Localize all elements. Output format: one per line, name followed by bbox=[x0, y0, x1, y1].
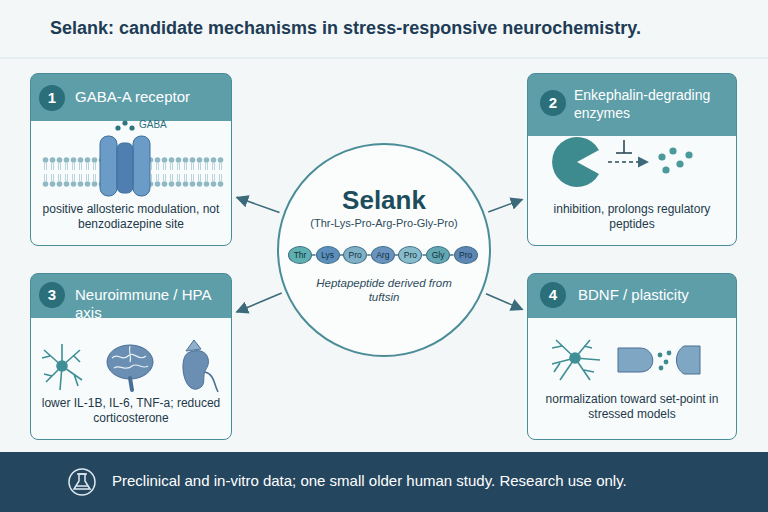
peptide-dot bbox=[685, 151, 692, 158]
amino-acid-bead: Lys bbox=[316, 246, 340, 264]
peptide-dot bbox=[662, 166, 669, 173]
gaba-dot bbox=[115, 125, 120, 130]
peptide-bond bbox=[312, 254, 316, 256]
callout-number: 3 bbox=[39, 282, 65, 308]
mechanism-box: 4 BDNF / plasticity normalization toward s… bbox=[527, 273, 737, 440]
footer-caption: Preclinical and in-vitro data; one small… bbox=[112, 472, 627, 489]
box-body: normalization toward set-point in stress… bbox=[543, 392, 721, 422]
residue-label: Thr bbox=[289, 247, 311, 263]
connectors bbox=[237, 197, 523, 312]
gaba-dot bbox=[122, 120, 127, 125]
amino-acid-bead: Pro bbox=[398, 246, 422, 264]
callout-number: 4 bbox=[540, 282, 566, 308]
residue-label: Lys bbox=[317, 247, 339, 263]
peptide-bond bbox=[340, 254, 344, 256]
title-rule bbox=[0, 58, 768, 59]
callout-number: 2 bbox=[540, 90, 566, 116]
neuron-icon bbox=[552, 340, 600, 380]
glia-cell bbox=[42, 344, 82, 390]
box-heading: BDNF / plasticity bbox=[578, 286, 734, 304]
peptide-bond bbox=[450, 254, 454, 256]
mechanism-arrow bbox=[488, 200, 522, 212]
peptide-bond bbox=[422, 254, 426, 256]
box-heading: Neuroimmune / HPA axis bbox=[75, 286, 227, 322]
molecule-label: GABA bbox=[139, 119, 179, 130]
box-body: lower IL-1B, IL-6, TNF-a; reduced cortic… bbox=[41, 396, 221, 426]
gaba-dot bbox=[129, 125, 134, 130]
residue-label: Pro bbox=[455, 247, 477, 263]
plasticity-illustration bbox=[552, 340, 700, 380]
peptide-dot bbox=[658, 153, 665, 160]
mechanism-box: 2 Enkephalin-degrading enzymes inhibition,… bbox=[527, 73, 737, 246]
receptor-subunit bbox=[100, 136, 117, 196]
receptor-subunit bbox=[117, 143, 133, 193]
amino-acid-bead: Gly bbox=[426, 246, 450, 264]
enzyme-shape bbox=[552, 137, 599, 187]
page-title: Selank: candidate mechanisms in stress-r… bbox=[50, 18, 641, 39]
synapse-icon bbox=[618, 346, 700, 374]
center-circle: Selank(Thr-Lys-Pro-Arg-Pro-Gly-Pro) Hepta… bbox=[277, 143, 491, 357]
kidney-icon bbox=[183, 340, 218, 392]
mechanism-box: 1 GABA-A receptorGABA positive allosteric … bbox=[30, 73, 232, 246]
receptor-subunit bbox=[133, 136, 150, 196]
residue-label: Pro bbox=[344, 247, 366, 263]
brain-icon bbox=[107, 345, 153, 390]
residue-label: Gly bbox=[427, 247, 449, 263]
flask-icon bbox=[69, 469, 95, 495]
peptide-bond bbox=[367, 254, 371, 256]
compound-name: Selank bbox=[279, 185, 489, 216]
box-body: positive allosteric modulation, not benz… bbox=[34, 202, 228, 232]
callout-number: 1 bbox=[39, 85, 65, 111]
amino-acid-bead: Thr bbox=[288, 246, 312, 264]
residue-label: Pro bbox=[399, 247, 421, 263]
peptide-bond bbox=[395, 254, 399, 256]
footer-band bbox=[0, 452, 768, 512]
dashed-arrow bbox=[608, 161, 648, 162]
amino-acid-bead: Pro bbox=[343, 246, 367, 264]
mechanism-arrow bbox=[237, 197, 280, 212]
inhibition-symbol bbox=[623, 140, 625, 153]
box-heading: GABA-A receptor bbox=[75, 88, 227, 106]
amino-acid-bead: Pro bbox=[454, 246, 478, 264]
mechanism-arrow bbox=[237, 293, 282, 312]
peptide-dot bbox=[676, 160, 683, 167]
origin-note: Heptapeptide derived from tuftsin bbox=[314, 276, 454, 304]
peptide-dot bbox=[669, 147, 676, 154]
mechanism-box: 3 Neuroimmune / HPA axis lower IL-1B, IL-6… bbox=[30, 273, 232, 440]
sequence-text: (Thr-Lys-Pro-Arg-Pro-Gly-Pro) bbox=[279, 217, 489, 229]
inhibition-symbol bbox=[616, 152, 632, 154]
receptor-illustration bbox=[42, 120, 224, 196]
enzyme-illustration bbox=[552, 137, 693, 187]
neuroimmune-illustration bbox=[42, 340, 218, 392]
mechanism-arrow bbox=[486, 294, 522, 310]
residue-label: Arg bbox=[372, 247, 394, 263]
box-heading: Enkephalin-degrading enzymes bbox=[574, 86, 734, 122]
amino-acid-bead: Arg bbox=[371, 246, 395, 264]
box-body: inhibition, prolongs regulatory peptides bbox=[548, 202, 716, 232]
membrane bbox=[42, 157, 224, 187]
